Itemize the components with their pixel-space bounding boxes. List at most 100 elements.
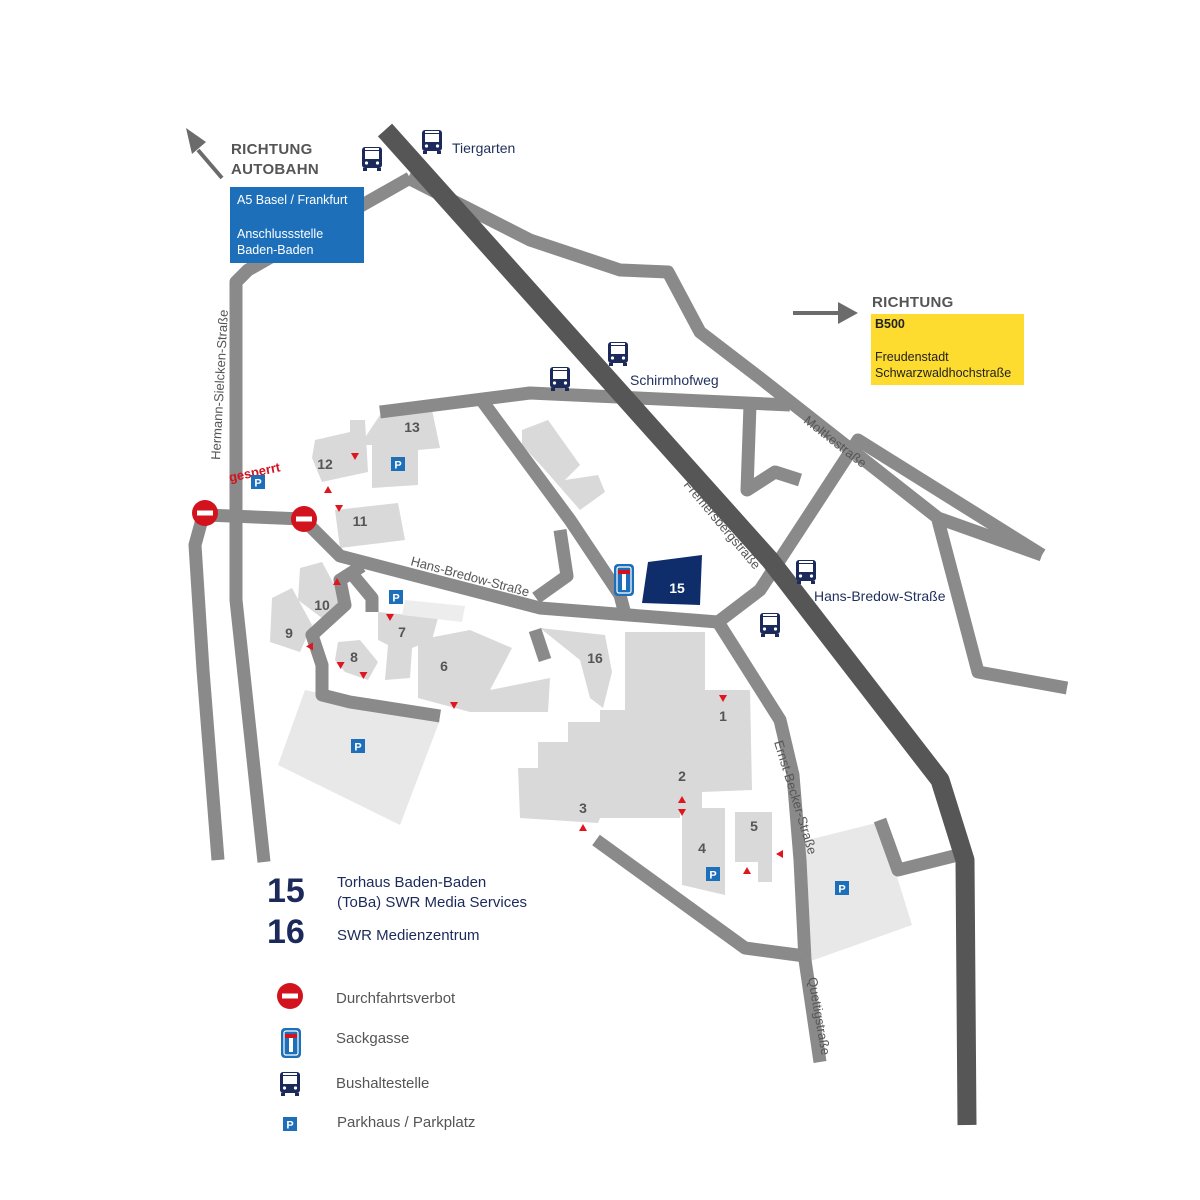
direction-arrows [186,128,858,324]
no-entry-icon [291,506,317,532]
arrow-autobahn [196,148,224,180]
building-number: 3 [579,800,587,816]
legend-parking-label: Parkhaus / Parkplatz [337,1114,475,1131]
building-16 [540,628,612,708]
building-number: 16 [587,650,603,666]
bus-icon [550,367,570,391]
parking-lot-east [800,822,912,962]
entrance-arrow [579,824,587,831]
road-inner-2 [347,569,379,612]
building-5 [735,812,772,882]
legend-bus-icon [280,1072,300,1096]
svg-text:P: P [394,460,401,472]
legend-parking-icon: P [283,1117,297,1132]
building-12 [312,420,368,482]
no-entry-icon [192,500,218,526]
autobahn-box-line3: Baden-Baden [237,243,314,257]
stop-label-tiergarten: Tiergarten [452,140,515,156]
road-loop [740,404,802,497]
parking-icon: P [351,739,365,754]
road-hans-bredow [298,514,719,629]
building-number: 11 [353,513,368,529]
building-number: 1 [719,708,727,724]
bus-icon [760,613,780,637]
legend-dead-end-icon [281,1028,301,1058]
legend-no-entry-label: Durchfahrtsverbot [336,990,456,1007]
building-15 [642,555,702,605]
road-spur [532,529,574,604]
parking-icon: P [389,590,403,605]
bus-stops: Tiergarten Schirmhofweg Hans-Bredow-Stra… [362,130,946,637]
building-number: 8 [350,649,358,665]
legend-number-15: 15 [267,872,305,910]
legend-no-entry-icon [277,983,303,1009]
svg-text:P: P [286,1120,293,1132]
dead-end-icon [614,564,634,596]
building-number: 13 [404,419,420,435]
autobahn-box [230,187,364,263]
stop-label-hans-bredow: Hans-Bredow-Straße [814,588,946,604]
road-hans-bredow-east [714,433,1046,628]
road-hermann-south [188,510,225,861]
legend-number-16: 16 [267,913,305,951]
building-north [522,420,605,510]
legend-16-line1: SWR Medienzentrum [337,927,480,944]
building-6 [418,630,550,712]
buildings [270,410,772,895]
building-11 [335,503,405,548]
building-10 [298,562,345,618]
legend-15-line2: (ToBa) SWR Media Services [337,894,527,911]
b500-box-line1: B500 [875,317,905,331]
svg-text:P: P [838,884,845,896]
svg-text:P: P [709,870,716,882]
road-schirmhof [379,386,791,419]
autobahn-box-line2: Anschlussstelle [237,227,323,241]
svg-text:P: P [354,742,361,754]
road-east-link [873,817,960,877]
autobahn-label: AUTOBAHN [231,161,319,178]
bus-icon [608,342,628,366]
arrow-b500-head [838,302,858,324]
richtung-label: RICHTUNG [231,141,313,158]
road-ernst-becker [712,618,812,961]
building-1-2-3 [518,632,752,823]
building-annex [402,600,465,622]
building-number-highlight: 15 [669,580,685,596]
building-number: 12 [317,456,333,472]
entrance-arrow [776,850,783,858]
bus-icon [796,560,816,584]
road-short [528,627,552,663]
legend-bus-label: Bushaltestelle [336,1075,429,1092]
parking-icons: P P P P P P [251,457,849,896]
road-gesperrt [205,508,304,526]
street-label-hermann: Hermann-Sielcken-Straße [208,309,231,460]
autobahn-box-line1: A5 Basel / Frankfurt [237,193,348,207]
legend-dead-end-label: Sackgasse [336,1030,409,1047]
building-areas [278,690,912,962]
richtung-b500-label: RICHTUNG [872,294,954,311]
building-9 [270,588,312,652]
building-number: 9 [285,625,293,641]
parking-icon: P [706,867,720,882]
building-7 [378,612,438,680]
building-number: 5 [750,818,758,834]
building-numbers: 13 12 11 10 9 8 7 6 16 1 2 3 4 5 15 [285,419,758,856]
road-moltke [405,172,1045,562]
b500-box-line2: Freudenstadt [875,350,949,364]
building-number: 4 [698,840,706,856]
building-number: 10 [314,597,330,613]
parking-icon: P [835,881,849,896]
building-8 [335,640,378,680]
parking-lot-west [278,690,440,825]
road-fremersberg [377,123,977,1126]
entrance-arrow [743,867,751,874]
building-number: 6 [440,658,448,674]
b500-box-line3: Schwarzwaldhochstraße [875,366,1011,380]
road-far-east [931,518,1069,695]
legend-15-line1: Torhaus Baden-Baden [337,874,486,891]
building-number: 2 [678,768,686,784]
bus-icon [362,147,382,171]
stop-label-schirmhof: Schirmhofweg [630,372,719,388]
building-number: 7 [398,624,406,640]
